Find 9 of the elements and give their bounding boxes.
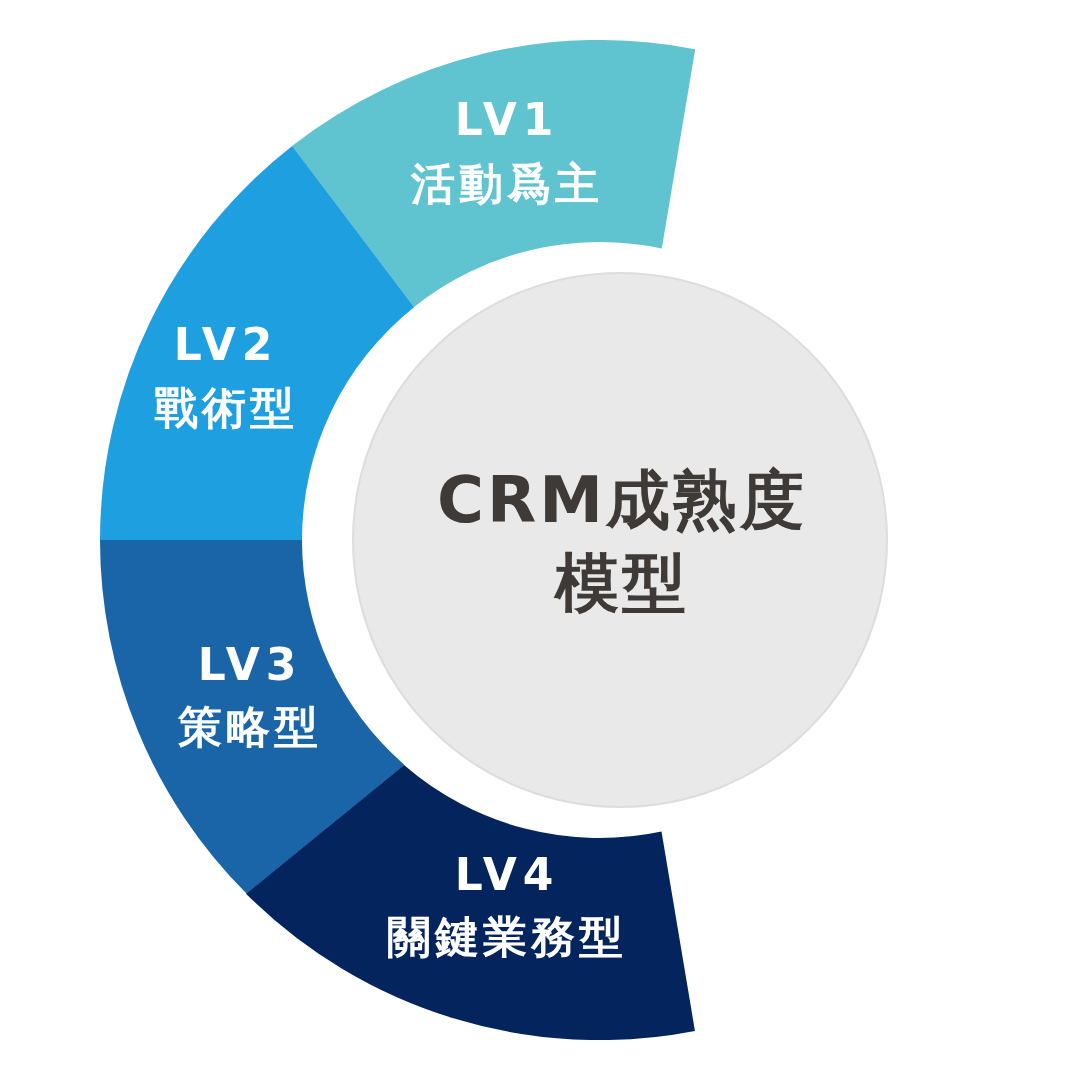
level-name: 活動爲主 <box>411 162 603 206</box>
level-label: LV3 <box>197 643 303 687</box>
level-label: LV2 <box>173 323 279 367</box>
level-name: 策略型 <box>178 705 322 749</box>
level-label: LV1 <box>454 98 560 142</box>
level-label: LV4 <box>454 853 560 897</box>
model-title: CRM成熟度模型 <box>436 461 808 622</box>
level-name: 關鍵業務型 <box>387 915 627 959</box>
level-name: 戰術型 <box>154 386 298 430</box>
